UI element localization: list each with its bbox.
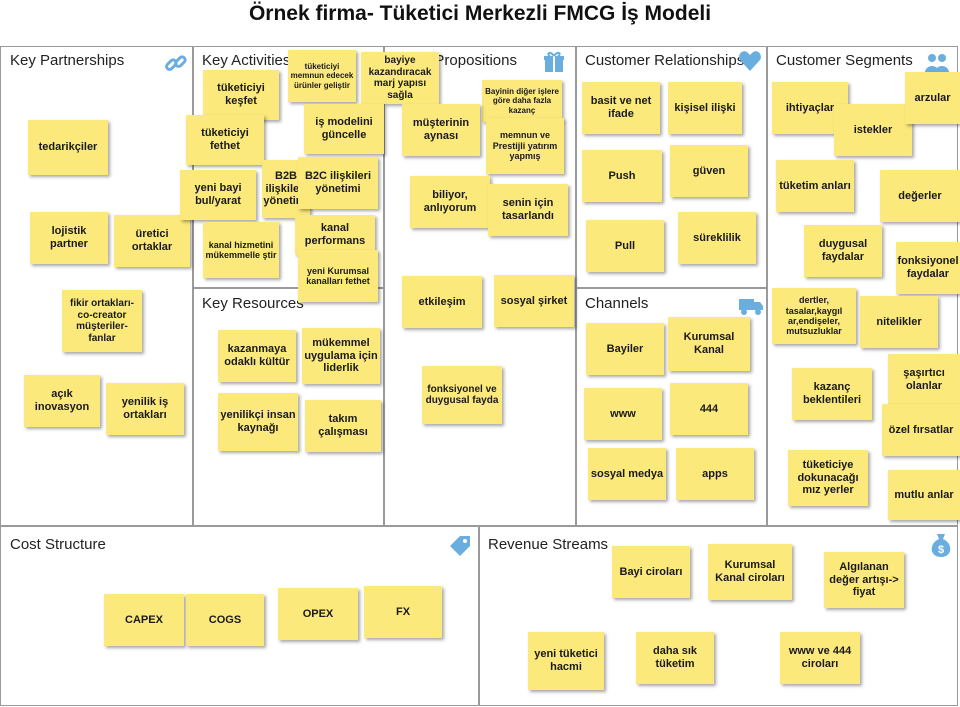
- sticky-note: kazanmaya odaklı kültür: [218, 330, 296, 382]
- sticky-note: Kurumsal Kanal: [668, 317, 750, 371]
- sticky-note: kazanç beklentileri: [792, 368, 872, 420]
- sticky-note: Pull: [586, 220, 664, 272]
- divider: [478, 525, 480, 706]
- section-cost-structure: Cost Structure: [10, 536, 106, 553]
- sticky-note: yeni bayi bul/yarat: [180, 170, 256, 220]
- sticky-note: üretici ortaklar: [114, 215, 190, 267]
- page-title: Örnek firma- Tüketici Merkezli FMCG İş M…: [248, 2, 712, 25]
- section-revenue-streams: Revenue Streams: [488, 536, 609, 553]
- sticky-note: fonksiyonel faydalar: [896, 242, 960, 294]
- sticky-note: müşterinin aynası: [402, 104, 480, 156]
- divider: [766, 46, 768, 526]
- section-key-resources: Key Resources: [202, 295, 304, 312]
- sticky-note: Push: [582, 150, 662, 202]
- sticky-note: biliyor, anlıyorum: [410, 176, 490, 228]
- sticky-note: istekler: [834, 104, 912, 156]
- sticky-note: www ve 444 ciroları: [780, 632, 860, 684]
- gift-icon: [542, 50, 566, 80]
- sticky-note: sosyal medya: [588, 448, 666, 500]
- sticky-note: Bayiler: [586, 323, 664, 375]
- sticky-note: Bayinin diğer işlere göre daha fazla kaz…: [482, 80, 562, 122]
- svg-text:$: $: [938, 544, 944, 556]
- sticky-note: tüketiciye dokunacağı mız yerler: [788, 450, 868, 506]
- sticky-note: mutlu anlar: [888, 470, 960, 520]
- divider: [192, 287, 383, 289]
- divider: [575, 287, 766, 289]
- tag-icon: [448, 534, 472, 564]
- sticky-note: www: [584, 388, 662, 440]
- sticky-note: FX: [364, 586, 442, 638]
- sticky-note: apps: [676, 448, 754, 500]
- section-customer-segments: Customer Segments: [776, 52, 913, 69]
- section-customer-relationships: Customer Relationships: [585, 52, 745, 69]
- sticky-note: tüketim anları: [776, 160, 854, 212]
- sticky-note: daha sık tüketim: [636, 632, 714, 684]
- heart-icon: [738, 50, 762, 78]
- divider: [383, 46, 385, 526]
- sticky-note: dertler, tasalar,kaygıl ar,endişeler, mu…: [772, 288, 856, 344]
- section-key-activities: Key Activities: [202, 52, 291, 69]
- sticky-note: şaşırtıcı olanlar: [888, 354, 960, 406]
- people-icon: [924, 52, 950, 80]
- sticky-note: memnun ve Prestijli yatırım yapmış: [486, 118, 564, 174]
- sticky-note: süreklilik: [678, 212, 756, 264]
- divider: [575, 46, 577, 526]
- section-channels: Channels: [585, 295, 649, 312]
- sticky-note: takım çalışması: [305, 400, 381, 452]
- section-key-partnerships: Key Partnerships: [10, 52, 125, 69]
- sticky-note: fonksiyonel ve duygusal fayda: [422, 366, 502, 424]
- sticky-note: yeni Kurumsal kanalları fethet: [298, 250, 378, 302]
- sticky-note: Bayi ciroları: [612, 546, 690, 598]
- sticky-note: kanal hizmetini mükemmelle ştir: [203, 222, 279, 278]
- sticky-note: B2C ilişkileri yönetimi: [298, 157, 378, 209]
- sticky-note: CAPEX: [104, 594, 184, 646]
- sticky-note: COGS: [186, 594, 264, 646]
- sticky-note: fikir ortakları-co-creator müşteriler-fa…: [62, 290, 142, 352]
- sticky-note: açık inovasyon: [24, 375, 100, 427]
- sticky-note: mükemmel uygulama için liderlik: [302, 328, 380, 384]
- sticky-note: senin için tasarlandı: [488, 184, 568, 236]
- sticky-note: iş modelini güncelle: [304, 104, 384, 154]
- sticky-note: duygusal faydalar: [804, 225, 882, 277]
- sticky-note: nitelikler: [860, 296, 938, 348]
- sticky-note: yenilik iş ortakları: [106, 383, 184, 435]
- truck-icon: [738, 296, 764, 322]
- sticky-note: lojistik partner: [30, 212, 108, 264]
- sticky-note: sosyal şirket: [494, 275, 574, 327]
- sticky-note: Algılanan değer artışı-> fiyat: [824, 552, 904, 608]
- sticky-note: tüketiciyi memnun edecek ürünler gelişti…: [288, 50, 356, 102]
- sticky-note: yeni tüketici hacmi: [528, 632, 604, 690]
- sticky-note: kanal performans: [295, 215, 375, 255]
- divider: [192, 46, 194, 526]
- link-icon: [164, 52, 188, 82]
- sticky-note: kişisel ilişki: [668, 82, 742, 134]
- sticky-note: bayiye kazandıracak marj yapısı sağla: [361, 52, 439, 104]
- sticky-note: özel fırsatlar: [882, 404, 960, 456]
- sticky-note: yenilikçi insan kaynağı: [218, 393, 298, 451]
- sticky-note: tüketiciyi fethet: [186, 115, 264, 165]
- sticky-note: değerler: [880, 170, 960, 222]
- sticky-note: etkileşim: [402, 276, 482, 328]
- sticky-note: tüketiciyi keşfet: [203, 70, 279, 120]
- sticky-note: Kurumsal Kanal ciroları: [708, 544, 792, 600]
- sticky-note: tedarikçiler: [28, 120, 108, 175]
- sticky-note: OPEX: [278, 588, 358, 640]
- sticky-note: arzular: [905, 72, 960, 124]
- money-bag-icon: $: [930, 532, 952, 564]
- sticky-note: 444: [670, 383, 748, 435]
- sticky-note: basit ve net ifade: [582, 82, 660, 134]
- sticky-note: güven: [670, 145, 748, 197]
